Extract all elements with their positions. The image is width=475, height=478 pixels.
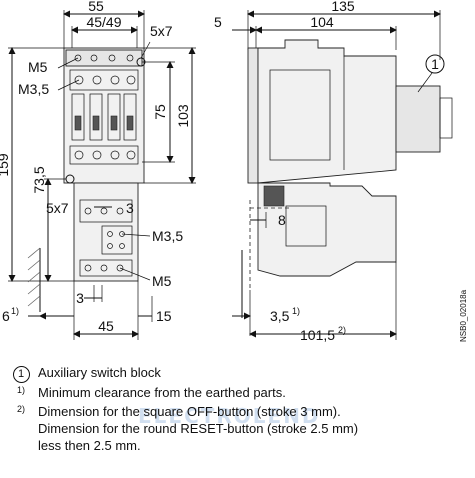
drawing-code: NSB0_02018a: [459, 289, 468, 342]
dim-height-body: 103: [175, 104, 191, 128]
label-screw-top: M5: [28, 59, 48, 75]
dim-depth-104: 104: [310, 14, 334, 30]
legend-note-2: 2) Dimension for the square OFF-button (…: [8, 403, 468, 454]
legend-item-1-text: Auxiliary switch block: [38, 365, 161, 380]
side-view: 135 5 104 1 8 3,5 1) 101,5 2) NSB0_02018…: [214, 0, 468, 343]
dim-gap-3-bottom: 3: [76, 290, 84, 306]
callout-number: 1: [431, 56, 439, 72]
legend-note-1: 1) Minimum clearance from the earthed pa…: [8, 384, 468, 401]
legend-note-1-marker: 1): [16, 385, 25, 395]
dim-offset-5: 5: [214, 14, 222, 30]
legend-note-2-line-1: Dimension for the square OFF-button (str…: [38, 404, 341, 419]
dim-3-5: 3,5: [270, 308, 290, 324]
dim-width-15: 15: [156, 308, 172, 324]
legend-note-1-text: Minimum clearance from the earthed parts…: [38, 385, 286, 400]
dim-width-mount: 45/49: [86, 14, 121, 30]
dim-width-bottom: 45: [98, 318, 114, 334]
dim-width-overall: 55: [88, 0, 104, 14]
dim-depth-overall: 135: [331, 0, 355, 14]
dim-3-5-sup: 1): [292, 306, 300, 316]
legend-item-1-marker: 1: [12, 366, 30, 383]
dim-clear-6: 6: [2, 308, 10, 324]
technical-drawing: 55 45/49 5x7 M5 M3,5 75 103 159 73,5 5x7…: [0, 0, 468, 343]
legend-item-1: 1 Auxiliary switch block: [8, 364, 468, 383]
dim-slot-top: 5x7: [150, 23, 173, 39]
dim-height-mount: 75: [152, 104, 168, 120]
dim-slot-lower: 5x7: [46, 200, 69, 216]
label-screw-aux: M3,5: [152, 228, 183, 244]
dim-gap-3: 3: [126, 200, 134, 216]
watermark-logo: ELECTROLEND: [138, 404, 321, 428]
dim-101-5-sup: 2): [338, 325, 346, 335]
dim-101-5: 101,5: [300, 327, 335, 343]
legend-note-2-marker: 2): [16, 404, 25, 414]
dim-height-overall: 159: [0, 153, 11, 177]
front-view: 55 45/49 5x7 M5 M3,5 75 103 159 73,5 5x7…: [0, 0, 196, 340]
dim-gap-8: 8: [278, 212, 286, 228]
legend-note-2-line-2: Dimension for the round RESET-button (st…: [38, 421, 359, 436]
legend-note-2-line-3: less then 2.5 mm.: [38, 438, 141, 453]
dim-clear-6-sup: 1): [11, 306, 19, 316]
label-screw-bottom: M5: [152, 273, 172, 289]
legend: 1 Auxiliary switch block 1) Minimum clea…: [8, 364, 468, 454]
label-screw-terminal: M3,5: [18, 81, 49, 97]
dim-height-lower: 73,5: [31, 166, 47, 193]
